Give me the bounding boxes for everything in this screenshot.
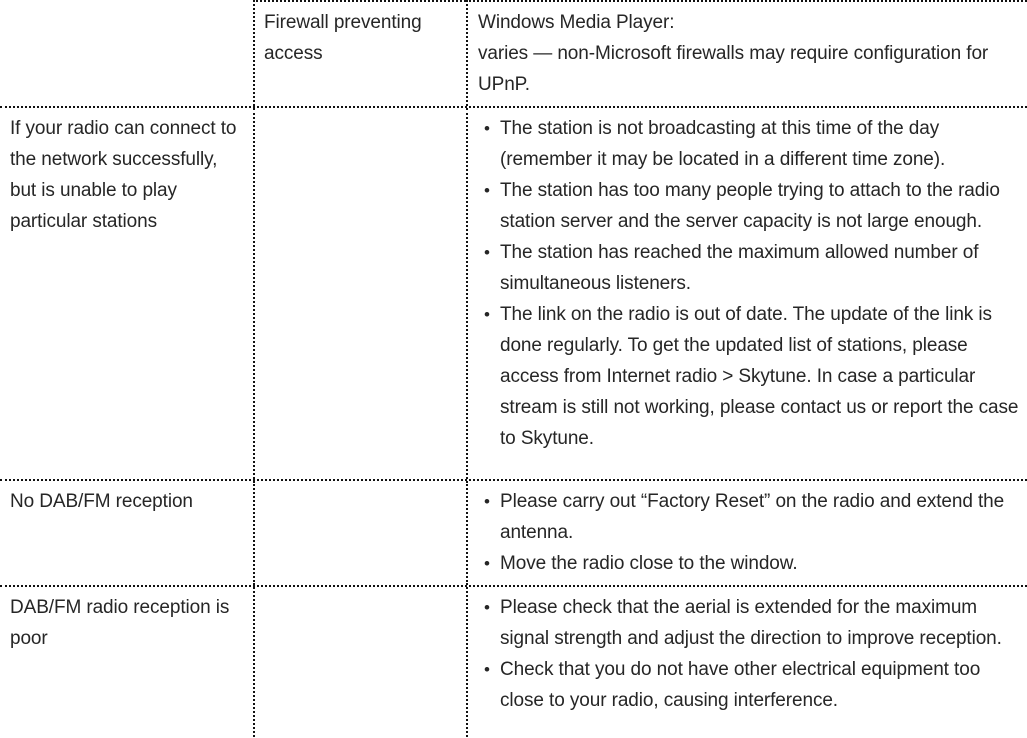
problem-text: DAB/FM radio reception is poor — [10, 597, 230, 649]
remedy-heading: Windows Media Player: — [478, 12, 675, 33]
table-row-reception-poor: DAB/FM radio reception is poor Please ch… — [0, 585, 1027, 738]
problem-cell: If your radio can connect to the network… — [0, 108, 253, 479]
remedy-bullet: Move the radio close to the window. — [478, 548, 1019, 579]
problem-cell-empty — [0, 0, 253, 106]
problem-cell: DAB/FM radio reception is poor — [0, 587, 253, 738]
table-row-no-dab-fm: No DAB/FM reception Please carry out “Fa… — [0, 479, 1027, 585]
remedy-cell: Please carry out “Factory Reset” on the … — [466, 481, 1027, 585]
cause-text: Firewall preventing access — [264, 12, 422, 64]
problem-text: If your radio can connect to the network… — [10, 118, 237, 232]
table-row-particular-stations: If your radio can connect to the network… — [0, 106, 1027, 479]
cause-cell: Firewall preventing access — [253, 0, 466, 106]
remedy-bullet-list: Please check that the aerial is extended… — [478, 592, 1019, 716]
remedy-bullet: Please carry out “Factory Reset” on the … — [478, 486, 1019, 548]
remedy-bullet-list: The station is not broadcasting at this … — [478, 113, 1019, 454]
problem-text: No DAB/FM reception — [10, 491, 193, 512]
remedy-bullet-list: Please carry out “Factory Reset” on the … — [478, 486, 1019, 579]
remedy-bullet: The station has reached the maximum allo… — [478, 237, 1019, 299]
table-row-firewall: Firewall preventing access Windows Media… — [0, 0, 1027, 106]
remedy-cell: Windows Media Player: varies — non-Micro… — [466, 0, 1027, 106]
remedy-bullet: Please check that the aerial is extended… — [478, 592, 1019, 654]
cause-cell-empty — [253, 587, 466, 738]
remedy-cell: Please check that the aerial is extended… — [466, 587, 1027, 738]
remedy-text: varies — non-Microsoft firewalls may req… — [478, 43, 989, 95]
remedy-cell: The station is not broadcasting at this … — [466, 108, 1027, 479]
remedy-bullet: The station has too many people trying t… — [478, 175, 1019, 237]
remedy-bullet: The link on the radio is out of date. Th… — [478, 299, 1019, 454]
cause-cell-empty — [253, 108, 466, 479]
cause-cell-empty — [253, 481, 466, 585]
problem-cell: No DAB/FM reception — [0, 481, 253, 585]
remedy-bullet: The station is not broadcasting at this … — [478, 113, 1019, 175]
remedy-bullet: Check that you do not have other electri… — [478, 654, 1019, 716]
